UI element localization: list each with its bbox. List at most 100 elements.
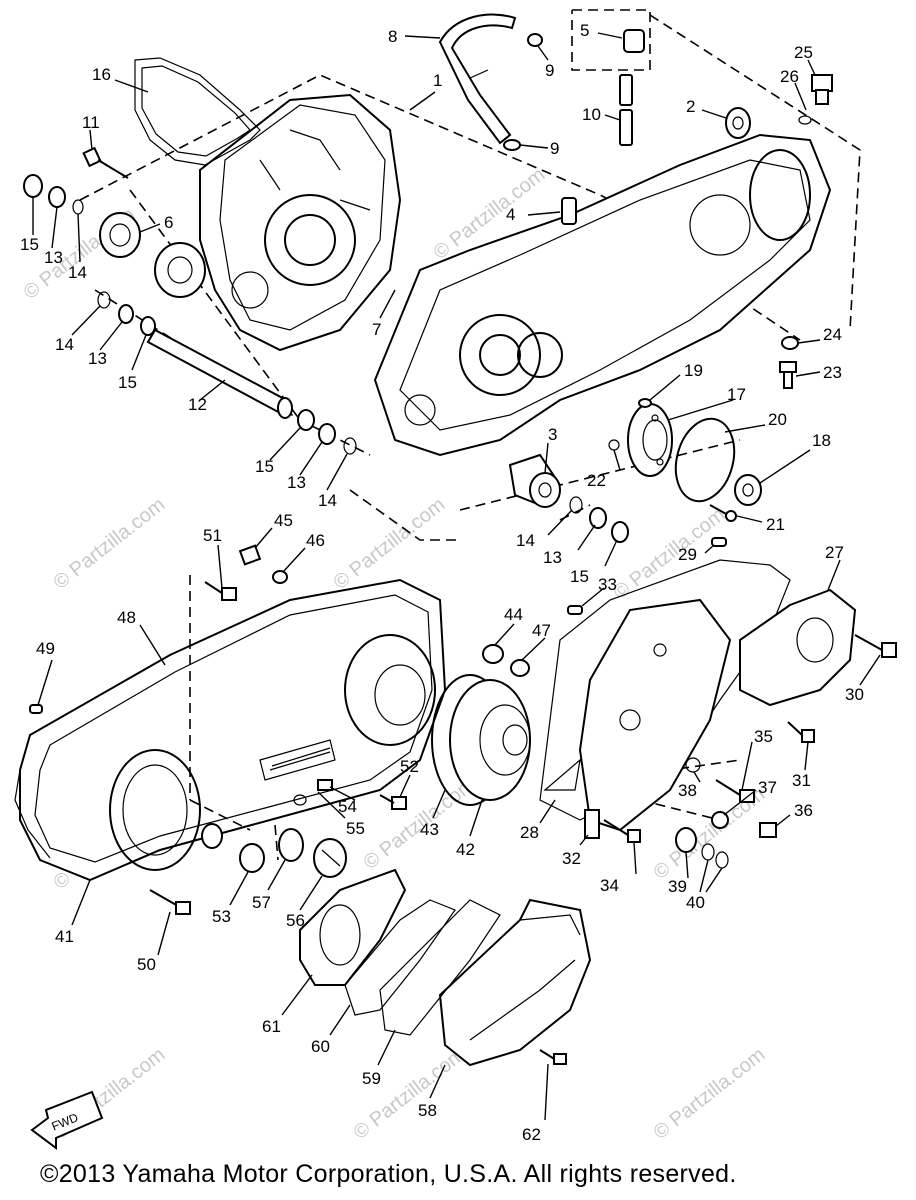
callout-13c: 13 (287, 473, 306, 492)
callout-52: 52 (400, 757, 419, 776)
callout-8: 8 (388, 27, 397, 46)
watermark: © Partzilla.com (610, 504, 730, 604)
plug-25 (798, 74, 833, 125)
bolt-50 (149, 889, 191, 915)
callout-16: 16 (92, 65, 111, 84)
callout-54: 54 (338, 797, 357, 816)
callout-62: 62 (522, 1125, 541, 1144)
oil-pump-17 (627, 403, 673, 477)
callout-14a: 14 (68, 263, 87, 282)
copyright-notice: ©2013 Yamaha Motor Corporation, U.S.A. A… (40, 1160, 737, 1188)
callout-46: 46 (306, 531, 325, 550)
crankcase-cover-32 (578, 598, 732, 839)
callout-34: 34 (600, 876, 619, 895)
pulley-cover-42 (431, 674, 531, 806)
transmission-cover-48 (19, 578, 447, 882)
air-duct-cover-58 (438, 898, 592, 1067)
cover-41-outline (14, 769, 51, 859)
callout-15b: 15 (118, 373, 137, 392)
callout-55: 55 (346, 819, 365, 838)
callout-40: 40 (686, 893, 705, 912)
callout-42: 42 (456, 840, 475, 859)
callout-39: 39 (668, 877, 687, 896)
part-18 (734, 474, 762, 506)
cover-27 (739, 588, 857, 707)
callout-24: 24 (823, 325, 842, 344)
callout-1: 1 (433, 71, 442, 90)
watermark: © Partzilla.com (650, 1044, 770, 1144)
callout-57: 57 (252, 893, 271, 912)
callout-5: 5 (580, 21, 589, 40)
callout-58: 58 (418, 1101, 437, 1120)
crankcase-right-half (373, 133, 832, 457)
callout-14b: 14 (55, 335, 74, 354)
small-fasteners-upper (608, 336, 799, 522)
callout-15d: 15 (570, 567, 589, 586)
callout-13b: 13 (88, 349, 107, 368)
callout-12: 12 (188, 395, 207, 414)
callout-48: 48 (117, 608, 136, 627)
bearing-6 (99, 212, 206, 298)
callout-49: 49 (36, 639, 55, 658)
callout-27: 27 (825, 543, 844, 562)
dowels-29-33 (567, 537, 727, 615)
bushing-3 (508, 453, 562, 508)
callout-9b: 9 (550, 139, 559, 158)
callout-28: 28 (520, 823, 539, 842)
callout-56: 56 (286, 911, 305, 930)
callout-23: 23 (823, 363, 842, 382)
callout-22: 22 (587, 471, 606, 490)
fwd-arrow-icon: FWD (30, 1090, 104, 1150)
callout-33: 33 (598, 575, 617, 594)
part-5-10 (619, 29, 645, 146)
callout-18: 18 (812, 431, 831, 450)
nuts-44-47 (482, 644, 530, 677)
callout-53: 53 (212, 907, 231, 926)
bolts-45-46-51 (204, 544, 288, 601)
dowel-49 (29, 704, 43, 714)
watermark: © Partzilla.com (350, 1044, 470, 1144)
seals-lower-right (569, 496, 629, 543)
callout-61: 61 (262, 1017, 281, 1036)
callout-13a: 13 (44, 248, 63, 267)
callout-35: 35 (754, 727, 773, 746)
callout-4: 4 (506, 205, 515, 224)
callout-50: 50 (137, 955, 156, 974)
breather-hose-8 (438, 13, 543, 151)
seals-shaft (297, 409, 357, 455)
callout-45: 45 (274, 511, 293, 530)
callout-44: 44 (504, 605, 523, 624)
callout-2: 2 (686, 97, 695, 116)
gasket-16 (134, 57, 261, 166)
oring-20 (674, 417, 736, 503)
caps-53-56-57 (201, 823, 347, 878)
callout-59: 59 (362, 1069, 381, 1088)
callout-numbers: 1 2 3 4 5 6 7 8 9 9 10 11 12 13 13 13 13… (20, 21, 864, 1144)
callout-14d: 14 (516, 531, 535, 550)
callout-43: 43 (420, 820, 439, 839)
crankcase-left-half (199, 93, 402, 352)
callout-17: 17 (727, 385, 746, 404)
callout-51: 51 (203, 526, 222, 545)
callout-20: 20 (768, 410, 787, 429)
callout-13d: 13 (543, 548, 562, 567)
callout-7: 7 (372, 320, 381, 339)
callout-36: 36 (794, 801, 813, 820)
screw-62 (539, 1049, 567, 1065)
watermark: © Partzilla.com (330, 494, 450, 594)
callout-37: 37 (758, 778, 777, 797)
watermark: © Partzilla.com (50, 494, 170, 594)
callout-9a: 9 (545, 61, 554, 80)
callout-21: 21 (766, 515, 785, 534)
bolt-11 (82, 146, 129, 179)
callout-25: 25 (794, 43, 813, 62)
callout-6: 6 (164, 213, 173, 232)
callout-29: 29 (678, 545, 697, 564)
callout-32: 32 (562, 849, 581, 868)
callout-14c: 14 (318, 491, 337, 510)
callout-60: 60 (311, 1037, 330, 1056)
leader-lines-lower (37, 527, 881, 1121)
gasket-60 (344, 899, 456, 1016)
callout-10: 10 (582, 105, 601, 124)
callout-11: 11 (82, 113, 100, 132)
